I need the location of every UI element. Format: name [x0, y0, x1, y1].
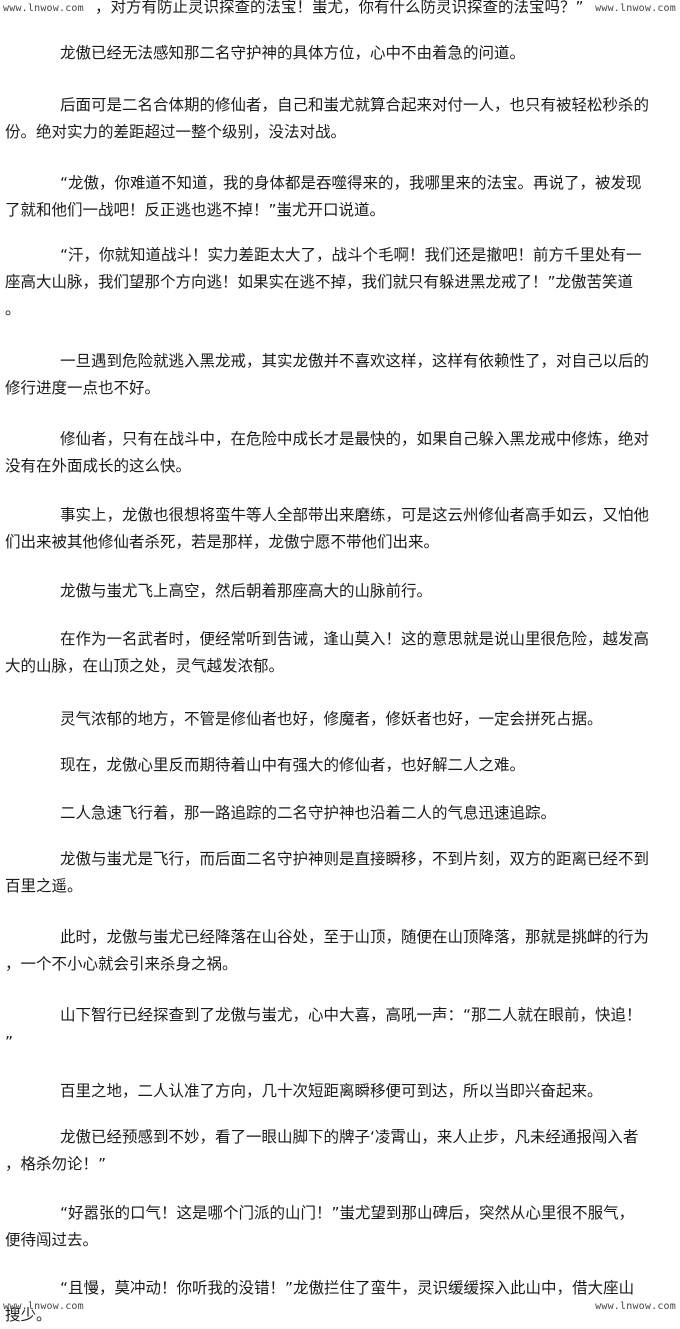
paragraph: 龙傲与蚩尤飞上高空，然后朝着那座高大的山脉前行。	[60, 578, 675, 605]
paragraph-line: 事实上，龙傲也很想将蛮牛等人全部带出来磨练，可是这云州修仙者高手如云，又怕他	[60, 506, 650, 524]
paragraph-line: 灵气浓郁的地方，不管是修仙者也好，修魔者，修妖者也好，一定会拼死占据。	[60, 710, 603, 728]
paragraph-line: 没有在外面成长的这么快。	[5, 457, 192, 475]
paragraph-line: 二人急速飞行着，那一路追踪的二名守护神也沿着二人的气息迅速追踪。	[60, 804, 557, 822]
paragraph-line: 搜少。	[5, 1306, 52, 1324]
paragraph-line: 龙傲已经无法感知那二名守护神的具体方位，心中不由着急的问道。	[60, 44, 526, 62]
paragraph-line: 龙傲与蚩尤飞上高空，然后朝着那座高大的山脉前行。	[60, 582, 433, 600]
paragraph: “龙傲，你难道不知道，我的身体都是吞噬得来的，我哪里来的法宝。再说了，被发现了就…	[5, 170, 675, 224]
paragraph-line: “龙傲，你难道不知道，我的身体都是吞噬得来的，我哪里来的法宝。再说了，被发现	[60, 174, 642, 192]
paragraph: ，对方有防止灵识探查的法宝！蚩尤，你有什么防灵识探查的法宝吗？”	[95, 0, 680, 21]
paragraph-line: 修仙者，只有在战斗中，在危险中成长才是最快的，如果自己躲入黑龙戒中修炼，绝对	[60, 430, 650, 448]
paragraph-line: ，格杀勿论！”	[5, 1155, 107, 1173]
watermark-bottom-right: www.lnwow.com	[595, 1301, 676, 1312]
paragraph-line: 百里之地，二人认准了方向，几十次短距离瞬移便可到达，所以当即兴奋起来。	[60, 1082, 603, 1100]
paragraph-line: 一旦遇到危险就逃入黑龙戒，其实龙傲并不喜欢这样，这样有依赖性了，对自己以后的	[60, 352, 650, 370]
paragraph: 二人急速飞行着，那一路追踪的二名守护神也沿着二人的气息迅速追踪。	[60, 800, 675, 827]
paragraph-line: “汗，你就知道战斗！实力差距太大了，战斗个毛啊！我们还是撤吧！前方千里处有一	[60, 246, 642, 264]
watermark-top-left: www.lnwow.com	[3, 3, 84, 14]
watermark-top-right: www.lnwow.com	[595, 3, 676, 14]
paragraph-line: “好嚣张的口气！这是哪个门派的山门！”蚩尤望到那山碑后，突然从心里很不服气，	[60, 1204, 635, 1222]
paragraph: 百里之地，二人认准了方向，几十次短距离瞬移便可到达，所以当即兴奋起来。	[60, 1078, 675, 1105]
paragraph: 此时，龙傲与蚩尤已经降落在山谷处，至于山顶，随便在山顶降落，那就是挑衅的行为 ，一…	[5, 924, 675, 978]
paragraph-line: 座高大山脉，我们望那个方向逃！如果实在逃不掉，我们就只有躲进黑龙戒了！”龙傲苦笑…	[5, 273, 634, 291]
paragraph: 一旦遇到危险就逃入黑龙戒，其实龙傲并不喜欢这样，这样有依赖性了，对自己以后的修行…	[5, 348, 675, 402]
paragraph: 在作为一名武者时，便经常听到告诫，逢山莫入！这的意思就是说山里很危险，越发高大的…	[5, 626, 675, 680]
paragraph: 后面可是二名合体期的修仙者，自己和蚩尤就算合起来对付一人，也只有被轻松秒杀的份。…	[5, 92, 675, 146]
paragraph-line: 大的山脉，在山顶之处，灵气越发浓郁。	[5, 657, 285, 675]
paragraph: 事实上，龙傲也很想将蛮牛等人全部带出来磨练，可是这云州修仙者高手如云，又怕他们出…	[5, 502, 675, 556]
paragraph: 山下智行已经探查到了龙傲与蚩尤，心中大喜，高吼一声：“那二人就在眼前，快追！ ”	[5, 1002, 675, 1056]
paragraph-line: ，一个不小心就会引来杀身之祸。	[5, 955, 238, 973]
paragraph-line: 此时，龙傲与蚩尤已经降落在山谷处，至于山顶，随便在山顶降落，那就是挑衅的行为	[60, 928, 650, 946]
paragraph-line: “且慢，莫冲动！你听我的没错！”龙傲拦住了蛮牛，灵识缓缓探入此山中，借大座山	[60, 1279, 635, 1297]
paragraph: “好嚣张的口气！这是哪个门派的山门！”蚩尤望到那山碑后，突然从心里很不服气， 便待…	[5, 1200, 675, 1254]
paragraph: 现在，龙傲心里反而期待着山中有强大的修仙者，也好解二人之难。	[60, 752, 675, 779]
paragraph-line: 百里之遥。	[5, 877, 83, 895]
paragraph: 龙傲已经无法感知那二名守护神的具体方位，心中不由着急的问道。	[60, 40, 675, 67]
paragraph-line: 修行进度一点也不好。	[5, 379, 161, 397]
paragraph: 龙傲与蚩尤是飞行，而后面二名守护神则是直接瞬移，不到片刻，双方的距离已经不到百里…	[5, 846, 675, 900]
paragraph-line: 便待闯过去。	[5, 1231, 99, 1249]
paragraph-line: 份。绝对实力的差距超过一整个级别，没法对战。	[5, 123, 347, 141]
paragraph-line: 们出来被其他修仙者杀死，若是那样，龙傲宁愿不带他们出来。	[5, 533, 440, 551]
paragraph: “且慢，莫冲动！你听我的没错！”龙傲拦住了蛮牛，灵识缓缓探入此山中，借大座山搜少…	[5, 1275, 675, 1329]
paragraph-line: ”	[5, 1033, 14, 1051]
paragraph-line: 后面可是二名合体期的修仙者，自己和蚩尤就算合起来对付一人，也只有被轻松秒杀的	[60, 96, 650, 114]
paragraph-line: 。	[5, 300, 21, 318]
paragraph: 灵气浓郁的地方，不管是修仙者也好，修魔者，修妖者也好，一定会拼死占据。	[60, 706, 675, 733]
paragraph: 修仙者，只有在战斗中，在危险中成长才是最快的，如果自己躲入黑龙戒中修炼，绝对没有…	[5, 426, 675, 480]
paragraph-line: 龙傲已经预感到不妙，看了一眼山脚下的牌子‘凌霄山，来人止步，凡未经通报闯入者	[60, 1128, 639, 1146]
paragraph-line: 现在，龙傲心里反而期待着山中有强大的修仙者，也好解二人之难。	[60, 756, 526, 774]
paragraph-line: 在作为一名武者时，便经常听到告诫，逢山莫入！这的意思就是说山里很危险，越发高	[60, 630, 650, 648]
paragraph: “汗，你就知道战斗！实力差距太大了，战斗个毛啊！我们还是撤吧！前方千里处有一座高…	[5, 242, 675, 323]
paragraph-line: 山下智行已经探查到了龙傲与蚩尤，心中大喜，高吼一声：“那二人就在眼前，快追！	[60, 1006, 642, 1024]
paragraph-line: 了就和他们一战吧！反正逃也逃不掉！”蚩尤开口说道。	[5, 201, 386, 219]
paragraph-line: 龙傲与蚩尤是飞行，而后面二名守护神则是直接瞬移，不到片刻，双方的距离已经不到	[60, 850, 650, 868]
paragraph: 龙傲已经预感到不妙，看了一眼山脚下的牌子‘凌霄山，来人止步，凡未经通报闯入者 ，格…	[5, 1124, 675, 1178]
watermark-bottom-left: www.lnwow.com	[3, 1301, 84, 1312]
paragraph-line: ，对方有防止灵识探查的法宝！蚩尤，你有什么防灵识探查的法宝吗？”	[95, 0, 584, 16]
